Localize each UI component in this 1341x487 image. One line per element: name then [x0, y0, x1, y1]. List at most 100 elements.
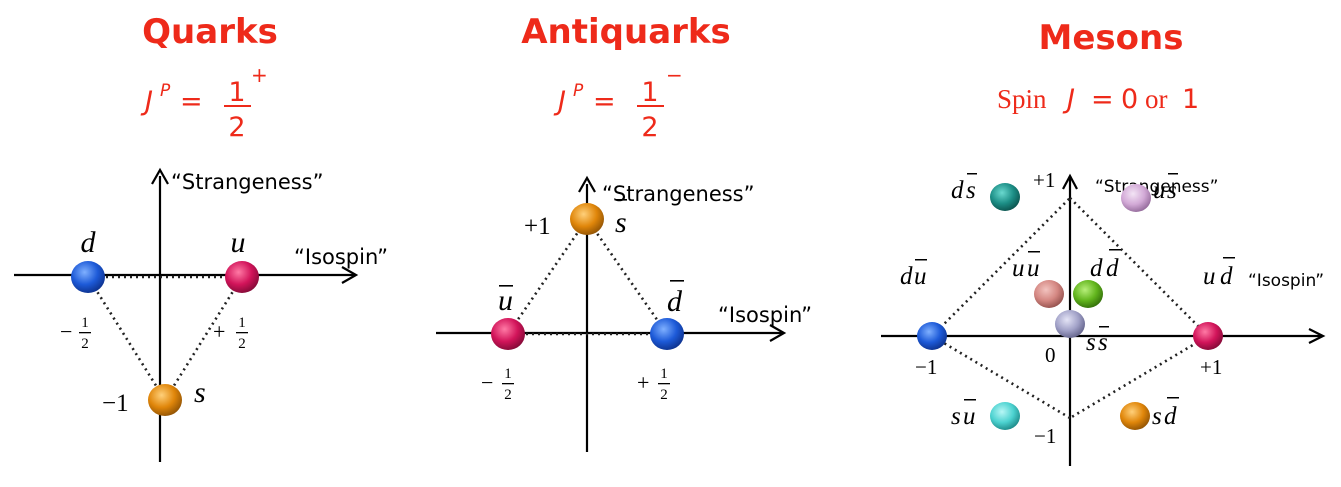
symbol: d — [667, 285, 683, 318]
strangeness-arrow-icon — [1062, 173, 1078, 190]
tick-den: 2 — [504, 387, 512, 403]
axis-x-label: “Isospin” — [294, 245, 388, 269]
tick-num: 1 — [238, 315, 246, 331]
panel-title: Antiquarks — [521, 12, 731, 52]
jp-p: P — [160, 81, 171, 101]
antiquark: s — [1098, 329, 1108, 356]
overbar — [499, 285, 513, 287]
jp-j: J — [140, 86, 153, 117]
particle-ud-bar — [1193, 322, 1223, 350]
isospin-arrow-icon — [341, 266, 359, 284]
tick-zero: 0 — [1045, 343, 1056, 367]
particle-d-bar — [650, 318, 684, 350]
overbar — [1167, 397, 1179, 399]
tick-den: 2 — [81, 336, 89, 352]
label-du-bar: d u — [900, 259, 927, 290]
label-u-bar: u — [498, 284, 513, 317]
tick-sign: + — [637, 370, 649, 395]
jp-parity: + — [251, 63, 268, 87]
label-ds-bar: d s — [951, 173, 977, 204]
label-us-bar: u s — [1153, 173, 1178, 204]
strangeness-arrow-icon — [578, 175, 596, 193]
particle-ds-bar — [990, 183, 1020, 211]
tick-minus-half: − 1 2 — [481, 366, 514, 403]
quark: s — [951, 403, 961, 430]
label-dd-bar: d d — [1090, 249, 1121, 282]
panel-antiquarks: Antiquarks J P = 1 2 − “Strangeness” “Is… — [436, 12, 812, 452]
tick-sign: + — [213, 319, 225, 344]
quark: d — [1090, 255, 1103, 282]
spin-v1: 1 — [1182, 84, 1199, 115]
label-su-bar: s u — [951, 399, 976, 430]
particle-s-bar — [570, 203, 604, 235]
symbol: s — [615, 206, 627, 239]
particle-d — [71, 261, 105, 293]
fraction-bar — [224, 105, 251, 107]
tick-right: +1 — [1200, 355, 1222, 379]
antiquark: d — [1106, 255, 1119, 282]
particle-us-bar — [1121, 184, 1151, 212]
label-ud-bar: u d — [1203, 257, 1235, 290]
axis-y-label: “Strangeness” — [171, 170, 324, 194]
label-ss-bar: s s — [1086, 326, 1109, 356]
tick-plus-half: + 1 2 — [213, 315, 248, 352]
tick-num: 1 — [504, 366, 512, 382]
overbar — [616, 199, 627, 201]
spin-eq: = — [1091, 84, 1114, 115]
overbar — [1028, 251, 1040, 253]
spin-word: Spin — [997, 84, 1047, 114]
panel-title: Mesons — [1039, 18, 1184, 58]
mesons-ticks: +1 −1 −1 +1 0 — [915, 168, 1222, 448]
quark: s — [1086, 329, 1096, 356]
triangle-outline — [86, 275, 244, 401]
fraction-bar — [637, 105, 664, 107]
jp-den: 2 — [641, 112, 658, 143]
axis-y-label: “Strangeness” — [602, 182, 755, 206]
particle-u-bar — [491, 318, 525, 350]
overbar — [1223, 257, 1235, 259]
tick-num: 1 — [81, 315, 89, 331]
tick-plus-half: + 1 2 — [637, 366, 670, 403]
tick-minus-half: − 1 2 — [60, 315, 91, 352]
tick-den: 2 — [238, 336, 246, 352]
particle-uu-bar — [1034, 280, 1064, 308]
quark: s — [1152, 403, 1162, 430]
isospin-arrow-icon — [1308, 328, 1326, 344]
label-u: u — [231, 226, 246, 259]
tick-bar — [236, 332, 248, 334]
label-d: d — [81, 226, 97, 259]
antiquark: s — [1167, 177, 1177, 204]
label-s-bar: s — [615, 199, 627, 239]
jp-p: P — [573, 81, 584, 101]
tick-sign: − — [481, 370, 493, 395]
label-sd-bar: s d — [1152, 397, 1179, 430]
quark: d — [951, 177, 964, 204]
overbar — [1099, 326, 1109, 328]
antiquark: d — [1220, 263, 1233, 290]
tick-left: −1 — [915, 355, 937, 379]
tick-plus-one: +1 — [524, 213, 551, 240]
label-uu-bar: u u — [1012, 251, 1040, 282]
overbar — [915, 259, 927, 261]
quark: u — [1203, 263, 1216, 290]
antiquark: d — [1164, 403, 1177, 430]
particle-s — [148, 384, 182, 416]
jp-eq: = — [180, 86, 203, 117]
spin-v0: 0 — [1121, 84, 1138, 115]
overbar — [964, 399, 976, 401]
jp-den: 2 — [228, 112, 245, 143]
panel-mesons: Mesons Spin J = 0 or 1 “Strangeness” “Is… — [881, 18, 1326, 466]
strangeness-arrow-icon — [151, 167, 169, 185]
symbol: u — [498, 284, 513, 317]
triangle-outline — [506, 218, 669, 336]
particle-ss-bar — [1055, 310, 1085, 338]
tick-num: 1 — [660, 366, 668, 382]
overbar — [670, 280, 684, 282]
quark: u — [1153, 177, 1166, 204]
antiquark: u — [1027, 255, 1040, 282]
quark: d — [900, 263, 913, 290]
particle-u — [225, 261, 259, 293]
meson-labels: d s u s d u u d u u — [900, 173, 1235, 430]
axis-x-label: “Isospin” — [718, 303, 812, 327]
